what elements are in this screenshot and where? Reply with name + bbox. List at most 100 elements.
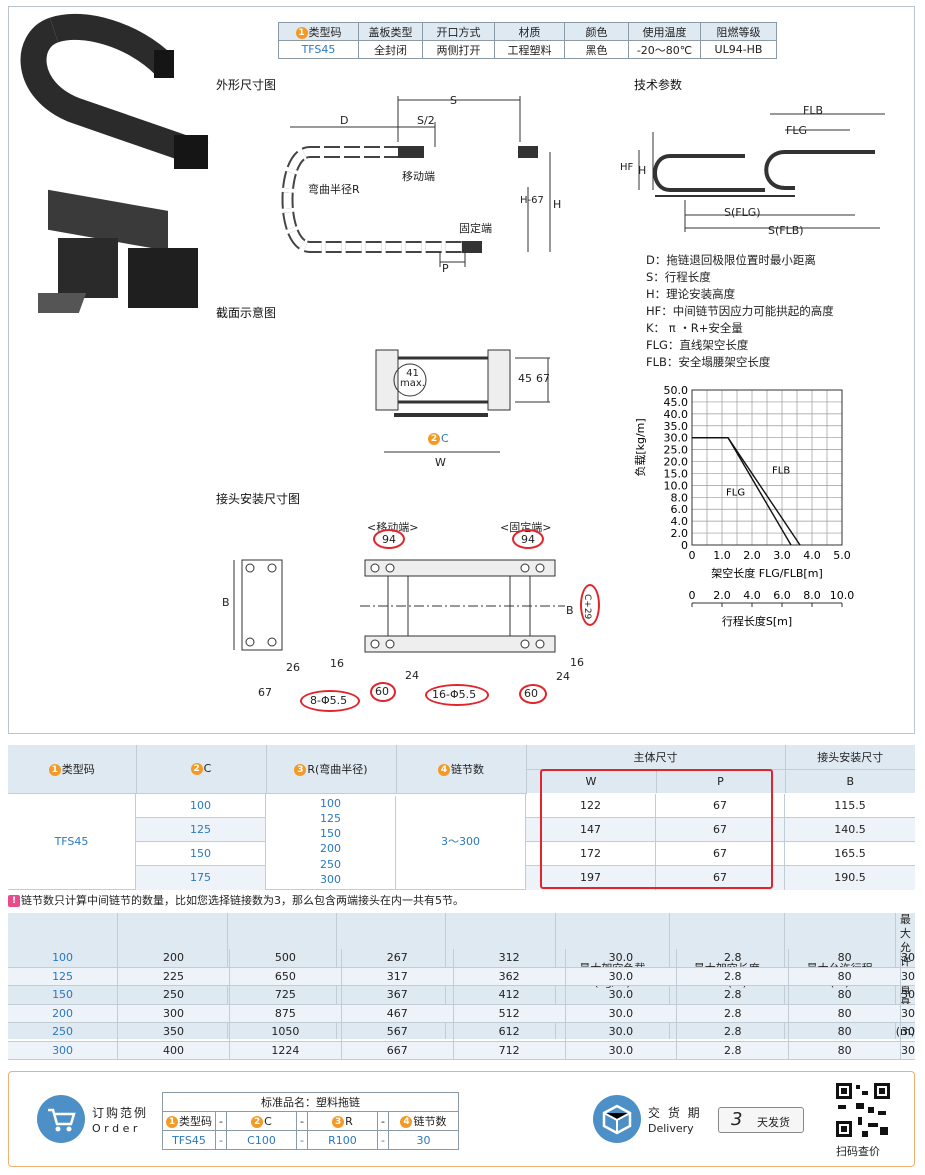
qr-label: 扫码查价: [836, 1145, 880, 1158]
table-cell: 650: [230, 967, 342, 985]
delivery-days-box: 3 天发货: [718, 1107, 804, 1133]
b-value: 190.5: [834, 870, 866, 884]
number-badge: 2: [251, 1115, 264, 1128]
dim-SFLG: S(FLG): [724, 206, 761, 219]
table-cell: 200: [8, 1004, 119, 1022]
table-cell: 875: [230, 1004, 342, 1022]
table-cell: 2.8: [677, 1023, 790, 1041]
table-cell: 30.0: [566, 1023, 678, 1041]
delivery-days: 3: [731, 1109, 743, 1130]
r-value: 150: [320, 827, 341, 841]
dim-60-right: 60: [524, 687, 538, 700]
number-badge: 3: [294, 763, 307, 776]
col-type: 类型码: [61, 762, 95, 776]
tech-drawing: [638, 113, 885, 232]
w-value: 147: [526, 817, 656, 841]
order-title: 订购范例: [92, 1106, 149, 1120]
col-r: R(弯曲半径): [307, 762, 368, 776]
table-cell: 1050: [230, 1023, 342, 1041]
table-cell: 2.8: [677, 967, 790, 985]
number-badge: 3: [332, 1115, 345, 1128]
links-value: 3～300: [396, 793, 526, 890]
col-p: P: [656, 769, 786, 793]
y-tick-label: 25.0: [664, 444, 689, 457]
col-links: 链节数: [451, 762, 484, 776]
r-value: 200: [320, 842, 341, 856]
x-tick-label: 5.0: [833, 549, 851, 562]
table-cell: 80: [789, 949, 902, 967]
delivery-box-icon: [593, 1095, 641, 1143]
number-badge: 2: [190, 763, 203, 776]
c-value: 100: [136, 794, 265, 818]
hole-8: 8-Φ5.5: [310, 694, 348, 707]
table-cell: 30: [901, 1006, 916, 1020]
section-view-title: 截面示意图: [216, 306, 277, 320]
spec-value: TFS45: [278, 40, 359, 59]
delivery-title-en: Delivery: [648, 1122, 694, 1135]
table-cell: 250: [8, 1023, 119, 1041]
w-value: 172: [526, 841, 656, 865]
spec-value: UL94-HB: [700, 40, 777, 59]
table-cell: 2.8: [677, 986, 790, 1004]
note-text: 链节数只计算中间链节的数量，比如您选择链接数为3，那么包含两端接头在内一共有5节…: [21, 894, 464, 907]
y-tick-label: 50.0: [664, 384, 689, 397]
order-v: -: [295, 1130, 308, 1150]
dim-S: S: [450, 94, 457, 107]
spec-value: 工程塑料: [494, 40, 565, 59]
number-badge: 4: [400, 1116, 413, 1128]
col-c: C: [203, 762, 212, 776]
order-h: R: [345, 1114, 353, 1128]
order-h: 类型码: [179, 1115, 212, 1128]
spec-value: 黑色: [564, 40, 629, 59]
r-value: 300: [320, 872, 341, 886]
dim-C29: C+29: [582, 594, 592, 620]
dim-S2: S/2: [417, 114, 435, 127]
x-axis-label: 架空长度 FLG/FLB[m]: [711, 566, 822, 580]
table-cell: 412: [454, 986, 566, 1004]
order-v: TFS45: [162, 1130, 216, 1150]
x2-tick-label: 0: [689, 589, 696, 602]
legend-item: FLB：安全塌腰架空长度: [646, 355, 771, 369]
dim-B-left: B: [222, 596, 230, 609]
r-value: 125: [320, 811, 341, 825]
series-label: FLG: [726, 487, 745, 498]
y-tick-label: 20.0: [664, 456, 689, 469]
plot-frame: [691, 389, 843, 546]
table-cell: 300: [8, 1041, 119, 1059]
spec-value: 两侧打开: [422, 40, 495, 59]
dim-P: P: [442, 262, 449, 275]
table-cell: 267: [342, 949, 454, 967]
drag-chain-detail-photo: [38, 189, 198, 313]
table-cell: 225: [118, 967, 230, 985]
order-v: -: [215, 1130, 227, 1150]
load-chart: 50.045.040.035.030.025.020.015.010.08.06…: [633, 384, 854, 628]
y-axis-label: 负载[kg/m]: [633, 418, 647, 476]
table-cell: 512: [454, 1004, 566, 1022]
section-view-drawing: [375, 349, 550, 453]
max-41: 41: [406, 368, 419, 379]
dim-B-right: B: [566, 604, 574, 617]
legend-item: HF：中间链节因应力可能拱起的高度: [646, 304, 834, 318]
table-cell: 30: [901, 1025, 916, 1038]
col-body: 主体尺寸: [526, 745, 786, 770]
w-value: 197: [526, 865, 656, 890]
dim-16-left: 16: [330, 657, 344, 670]
table-cell: 30.0: [566, 986, 678, 1004]
table-cell: 30.0: [566, 949, 678, 967]
table-cell: 30.0: [566, 967, 678, 985]
table-cell: 500: [230, 949, 342, 967]
dim-45: 45: [518, 372, 532, 385]
spec-header: 材质: [494, 22, 565, 41]
y-tick-label: 4.0: [671, 515, 689, 528]
spec-value: -20～80℃: [628, 40, 701, 59]
x2-tick-label: 2.0: [713, 589, 731, 602]
table-cell: 2.8: [677, 949, 790, 967]
legend: D：拖链退回极限位置时最小距离 S：行程长度 H：理论安装高度 HF：中间链节因…: [646, 252, 834, 371]
legend-item: D：拖链退回极限位置时最小距离: [646, 253, 816, 267]
dim-94-fixed: 94: [521, 533, 535, 546]
order-v: 30: [387, 1130, 459, 1150]
joint-title: 接头安装尺寸图: [216, 492, 301, 506]
